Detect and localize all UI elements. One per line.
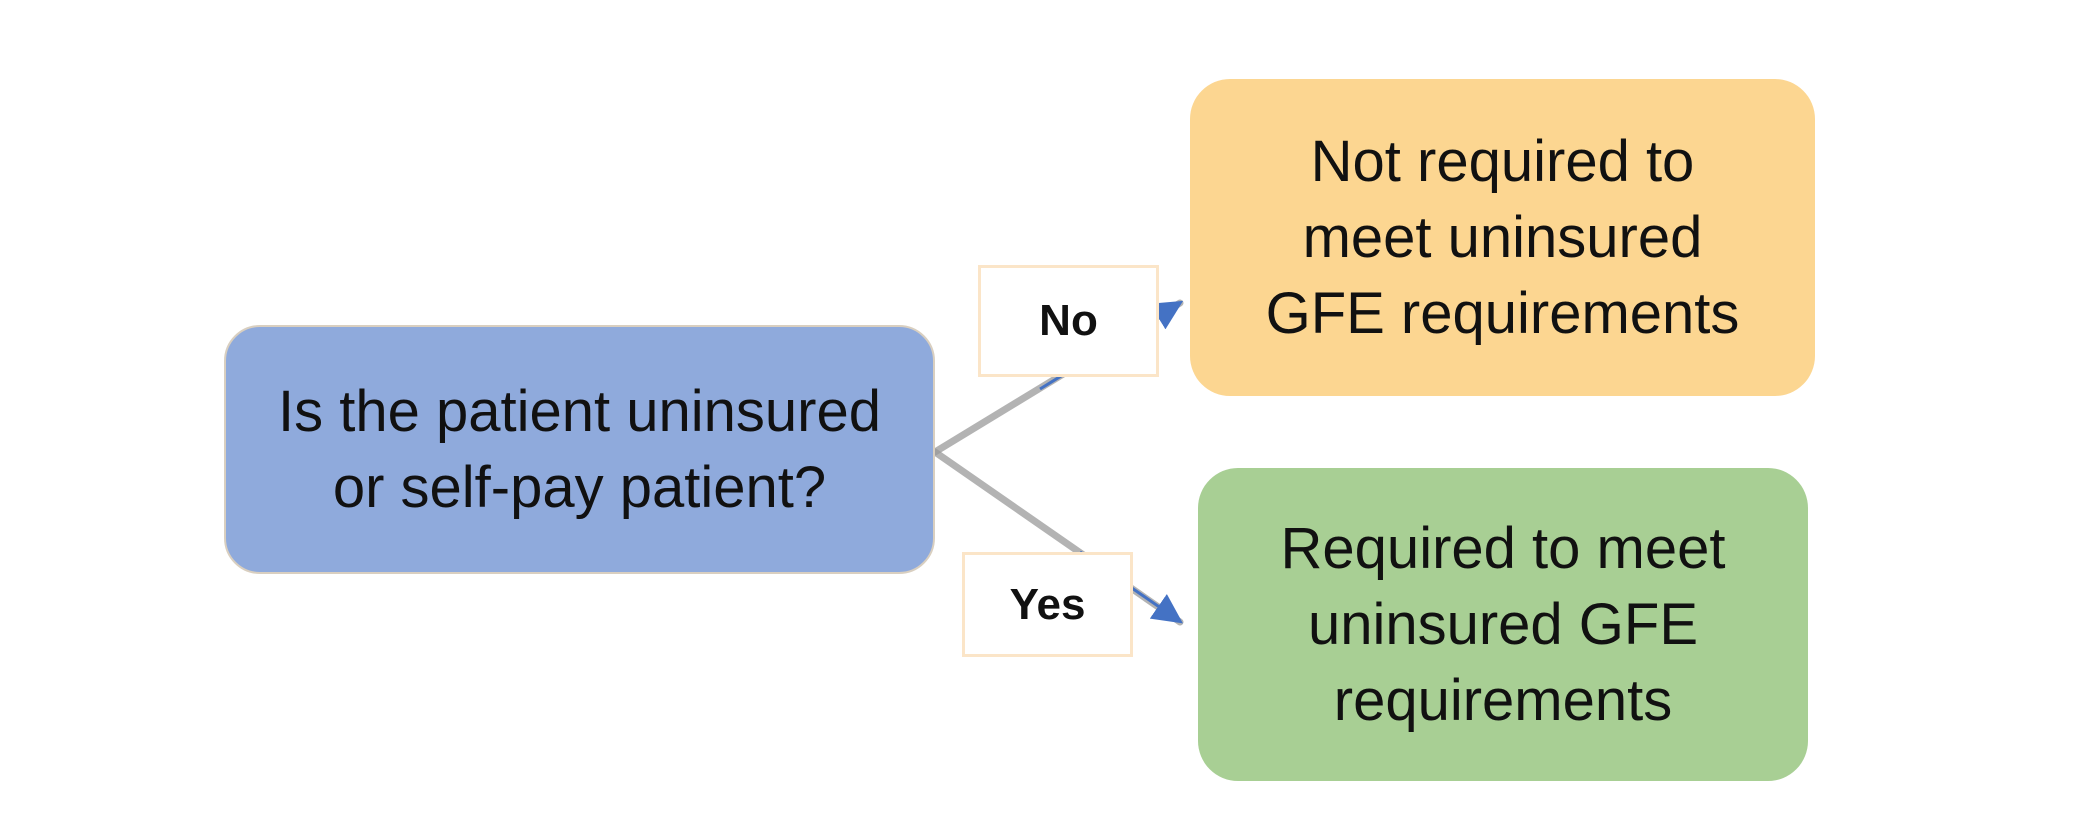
- node-required: Required to meet uninsured GFE requireme…: [1198, 468, 1808, 781]
- node-question: Is the patient uninsured or self-pay pat…: [224, 325, 935, 574]
- edge-label-no: No: [978, 265, 1159, 377]
- node-not-required: Not required to meet uninsured GFE requi…: [1190, 79, 1815, 396]
- edge-label-yes: Yes: [962, 552, 1133, 657]
